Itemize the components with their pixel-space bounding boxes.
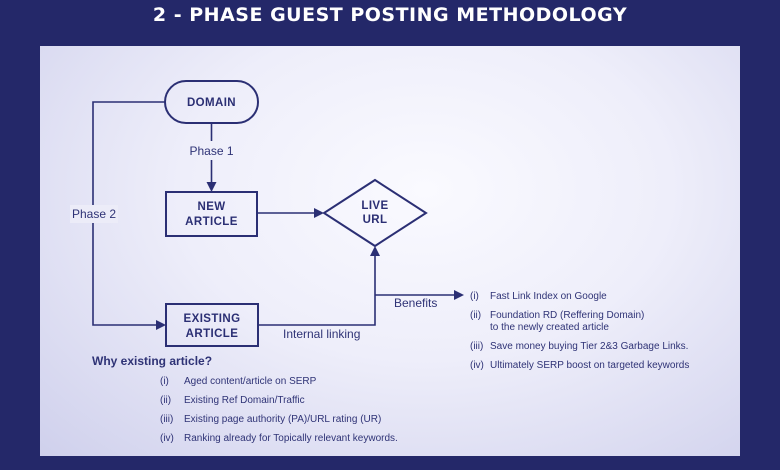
why-existing-list: (i)Aged content/article on SERP (ii)Exis…: [160, 376, 398, 452]
edge-label-benefits: Benefits: [394, 296, 437, 310]
edge-label-internal-linking: Internal linking: [283, 327, 360, 341]
live-url-label-line2: URL: [363, 214, 388, 226]
list-item: (iii)Save money buying Tier 2&3 Garbage …: [470, 341, 689, 352]
benefits-list: (i)Fast Link Index on Google (ii)Foundat…: [470, 291, 689, 379]
edge-label-phase2-bg: [70, 205, 118, 223]
list-item: (ii)Existing Ref Domain/Traffic: [160, 395, 305, 406]
live-url-label-line1: LIVE: [361, 200, 388, 212]
existing-article-label-line2: ARTICLE: [186, 328, 239, 340]
why-existing-title: Why existing article?: [92, 354, 213, 368]
list-item: (i)Aged content/article on SERP: [160, 376, 317, 387]
list-item: (iv)Ultimately SERP boost on targeted ke…: [470, 360, 690, 371]
diagram-panel: [40, 46, 740, 456]
domain-node-label: DOMAIN: [187, 97, 236, 109]
page-title: 2 - PHASE GUEST POSTING METHODOLOGY: [152, 4, 628, 26]
list-item: (i)Fast Link Index on Google: [470, 291, 607, 302]
new-article-label-line1: NEW: [197, 201, 225, 213]
existing-article-label-line1: EXISTING: [184, 313, 241, 325]
list-item: (iv)Ranking already for Topically releva…: [160, 433, 398, 444]
new-article-label-line2: ARTICLE: [185, 216, 238, 228]
list-item: (ii)Foundation RD (Reffering Domain)to t…: [470, 310, 645, 333]
new-article-node: [165, 191, 258, 237]
live-url-node: [322, 178, 428, 248]
list-item: (iii)Existing page authority (PA)/URL ra…: [160, 414, 382, 425]
edge-label-phase2: Phase 2: [72, 207, 116, 221]
edge-existing-article-to-live-url: [258, 246, 380, 326]
edge-label-phase1: Phase 1: [189, 144, 233, 158]
